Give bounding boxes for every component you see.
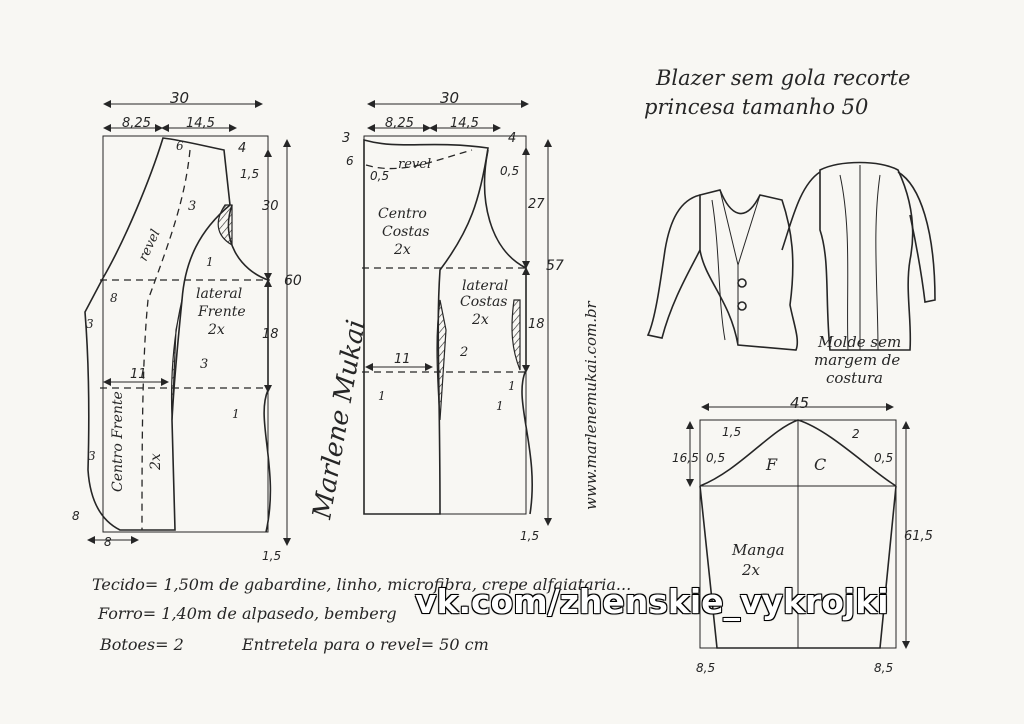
front-center-qty: 2x <box>148 453 164 471</box>
sleeve-label: Manga <box>731 541 785 559</box>
title-line-1: Blazer sem gola recorte <box>655 66 910 90</box>
back-hem-extra: 1,5 <box>520 529 539 543</box>
sleeve-cap-height: 16,5 <box>672 451 699 465</box>
front-pattern: 30 8,25 14,5 60 30 18 4 1,5 1,5 6 revel … <box>72 89 302 563</box>
jacket-sketch-front <box>646 189 799 351</box>
front-waist-width: 11 <box>130 367 147 382</box>
back-mark-right-2: 1 <box>508 379 516 393</box>
title-block: Blazer sem gola recorte princesa tamanho… <box>644 66 910 119</box>
back-center-label-1: Centro <box>378 206 427 222</box>
sleeve-back-label: C <box>814 455 826 474</box>
note-lining: Forro= 1,40m de alpasedo, bemberg <box>97 604 397 623</box>
front-hem-side-mark: 1 <box>232 407 240 421</box>
sleeve-width: 45 <box>790 394 809 412</box>
sleeve-cap-left-low: 0,5 <box>706 451 725 465</box>
sleeve-hem-left: 8,5 <box>696 661 715 675</box>
back-lateral-qty: 2x <box>471 312 489 328</box>
front-side-mark-1: 1 <box>206 255 214 269</box>
note-fabric: Tecido= 1,50m de gabardine, linho, micro… <box>92 575 631 594</box>
back-width-left: 8,25 <box>385 116 414 131</box>
sleeve-hem-right: 8,5 <box>874 661 893 675</box>
back-shoulder-mark: 0,5 <box>500 164 519 178</box>
back-lateral-label-2: Costas <box>460 294 507 310</box>
sketch-caption-line-2: margem de <box>814 351 900 369</box>
note-buttons: Botoes= 2 <box>99 635 184 654</box>
front-lateral-label-2: Frente <box>197 304 246 320</box>
back-neck-mark: 0,5 <box>370 169 389 183</box>
back-neck-drop: 6 <box>346 154 354 168</box>
front-lateral-qty: 2x <box>207 322 225 338</box>
back-lateral-label-1: lateral <box>462 278 508 294</box>
front-left-mark-3: 3 <box>88 449 96 463</box>
front-left-mark-1: 3 <box>86 317 94 331</box>
sleeve-cap-right-low: 0,5 <box>874 451 893 465</box>
signature: Marlene Mukai <box>307 317 372 522</box>
front-lateral-label-1: lateral <box>196 286 242 302</box>
back-width-right: 14,5 <box>450 116 479 131</box>
sleeve-pattern: 45 16,5 61,5 1,5 2 0,5 0,5 F C Manga 2x … <box>672 394 933 675</box>
jacket-sketch-back <box>781 161 936 351</box>
back-pattern: 30 8,25 14,5 57 27 18 3 4 6 0,5 revel 0,… <box>342 89 564 543</box>
sleeve-cap-left: 1,5 <box>722 425 741 439</box>
front-width-left: 8,25 <box>122 116 151 131</box>
front-bottom-left-h: 8 <box>72 509 80 523</box>
back-width-total: 30 <box>440 89 459 107</box>
note-interfacing: Entretela para o revel= 50 cm <box>241 635 489 654</box>
front-lower-height: 18 <box>262 327 279 342</box>
material-notes: Tecido= 1,50m de gabardine, linho, micro… <box>92 575 631 654</box>
back-center-label-2: Costas <box>382 224 429 240</box>
back-lower-height: 18 <box>528 317 545 332</box>
sleeve-cap-right: 2 <box>852 427 860 441</box>
back-waist-width: 11 <box>394 352 411 367</box>
back-waist-mark: 2 <box>459 345 468 360</box>
sketch-caption-line-3: costura <box>826 369 883 387</box>
sleeve-length: 61,5 <box>904 529 933 544</box>
back-top-right: 4 <box>508 131 516 146</box>
front-width-right: 14,5 <box>186 116 215 131</box>
front-top-right: 4 <box>238 141 246 156</box>
front-width-total: 30 <box>170 89 189 107</box>
front-neck-mark: 6 <box>176 139 184 153</box>
back-upper-height: 27 <box>528 197 545 212</box>
watermark: vk.com/zhenskie_vykrojki <box>415 582 889 621</box>
front-center-label: Centro Frente <box>110 391 126 492</box>
sketch-caption-line-1: Molde sem <box>817 333 901 351</box>
front-revel-label: revel <box>136 227 164 263</box>
front-hem-extra: 1,5 <box>262 549 281 563</box>
front-left-mark-2: 8 <box>110 291 118 305</box>
back-top-left: 3 <box>342 131 350 146</box>
front-bottom-left-w: 8 <box>104 535 112 549</box>
title-line-2: princesa tamanho 50 <box>644 95 868 119</box>
back-revel-label: revel <box>398 157 431 172</box>
front-shoulder-drop: 1,5 <box>240 167 259 181</box>
sketch-caption: Molde sem margem de costura <box>814 333 901 387</box>
front-height-total: 60 <box>284 273 302 289</box>
front-upper-height: 30 <box>262 199 279 214</box>
back-height-total: 57 <box>546 258 564 274</box>
back-mark-right: 1 <box>496 399 504 413</box>
front-armhole-mark: 3 <box>188 199 196 214</box>
sleeve-front-label: F <box>765 455 778 474</box>
sleeve-qty: 2x <box>741 561 761 579</box>
back-mark-left: 1 <box>378 389 386 403</box>
back-center-qty: 2x <box>393 242 411 258</box>
website-text: www.marlenemukai.com.br <box>582 300 600 510</box>
front-waist-mark: 3 <box>200 357 208 372</box>
